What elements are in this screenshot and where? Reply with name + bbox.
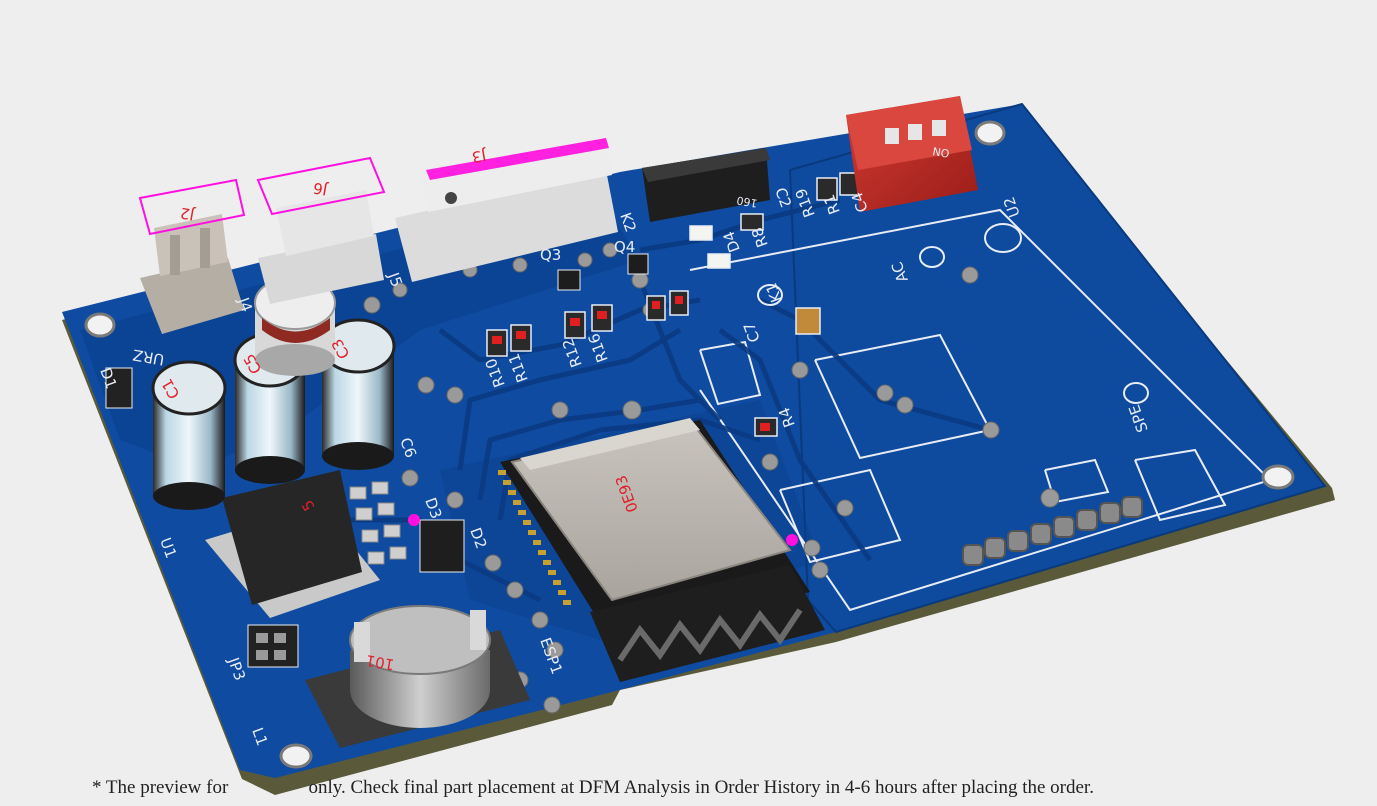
electrolytic-capacitors bbox=[151, 276, 396, 510]
inductor-l1 bbox=[305, 605, 530, 748]
footnote-prefix: * The preview for bbox=[92, 777, 229, 798]
label-j5: J5 bbox=[384, 269, 406, 289]
label-j6: J6 bbox=[312, 179, 330, 199]
label-q4: Q4 bbox=[614, 238, 635, 256]
label-j3: J3 bbox=[471, 146, 489, 166]
dip-switch bbox=[846, 96, 978, 212]
label-c7: C7 bbox=[740, 320, 764, 345]
label-r4: R4 bbox=[775, 405, 799, 430]
regulator-u1 bbox=[205, 470, 407, 618]
footnote-hidden: reference bbox=[228, 777, 303, 798]
label-c2: C2 bbox=[771, 185, 795, 210]
label-urz: URZ bbox=[131, 346, 165, 369]
label-c4: C4 bbox=[848, 190, 872, 215]
disclaimer-footnote: * The preview for reference only. Check … bbox=[92, 777, 1322, 799]
footnote-suffix: only. Check final part placement at DFM … bbox=[303, 777, 1094, 798]
header-pads bbox=[962, 496, 1143, 566]
label-l1-part: 101 bbox=[364, 651, 395, 674]
connectors bbox=[138, 138, 770, 334]
label-r8: R8 bbox=[748, 225, 772, 250]
label-r1: R1 bbox=[820, 192, 844, 217]
label-j2: J2 bbox=[179, 204, 197, 224]
smd-components bbox=[105, 172, 859, 668]
mounting-holes bbox=[84, 120, 1295, 769]
label-c6: C6 bbox=[396, 435, 420, 460]
label-j4: J4 bbox=[234, 294, 256, 314]
label-u1: U1 bbox=[156, 535, 180, 560]
label-k1: K1 bbox=[762, 280, 786, 304]
label-k2: K2 bbox=[616, 210, 640, 234]
label-q3: Q3 bbox=[540, 246, 561, 264]
label-on: ON bbox=[932, 144, 951, 160]
esp-module bbox=[498, 418, 825, 682]
label-ac: AC bbox=[888, 259, 912, 284]
label-u2: U2 bbox=[1000, 194, 1024, 219]
label-ledcap: 160 bbox=[736, 193, 759, 209]
label-l1: L1 bbox=[248, 725, 271, 748]
pcb-board: 5 0E93 C1 C5 C3 J3 J2 J6 101 ESP1 U1 L1 … bbox=[62, 96, 1335, 795]
